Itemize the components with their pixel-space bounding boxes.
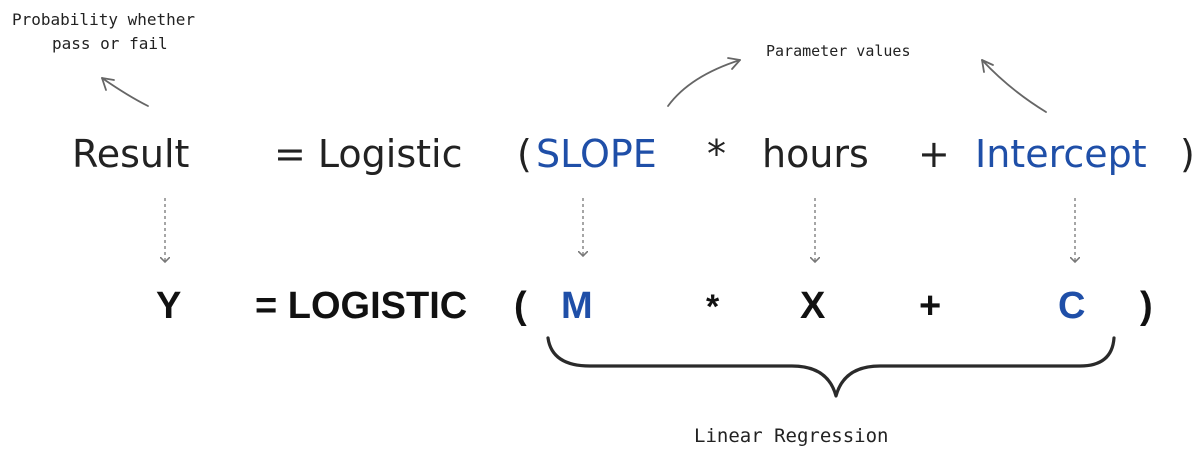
- word-open-paren: (: [517, 132, 532, 176]
- annotation-parameter-values: Parameter values: [766, 42, 911, 60]
- symbol-open-paren: (: [514, 285, 527, 327]
- symbol-plus: +: [919, 285, 941, 327]
- annotation-probability-line1: Probability whether: [12, 10, 195, 29]
- word-slope: SLOPE: [536, 132, 657, 176]
- symbol-y: Y: [156, 285, 181, 327]
- word-equals-logistic: = Logistic: [274, 132, 463, 176]
- linear-regression-brace: [546, 336, 1116, 398]
- word-result: Result: [72, 132, 189, 176]
- annotation-linear-regression: Linear Regression: [694, 425, 888, 447]
- slope-pointer-arrow: [667, 57, 741, 107]
- word-intercept: Intercept: [975, 132, 1147, 176]
- symbol-x: X: [800, 285, 826, 327]
- probability-pointer-arrow: [101, 77, 149, 107]
- word-hours: hours: [762, 132, 869, 176]
- word-times: *: [707, 132, 726, 176]
- symbol-close-paren: ): [1140, 285, 1153, 327]
- symbol-c: C: [1058, 285, 1085, 327]
- intercept-pointer-arrow: [981, 59, 1047, 113]
- symbol-times: *: [706, 288, 720, 326]
- symbol-equals-logistic: = LOGISTIC: [255, 285, 467, 327]
- annotation-probability-line2: pass or fail: [52, 34, 168, 53]
- word-close-paren: ): [1180, 132, 1195, 176]
- symbol-m: M: [561, 285, 593, 327]
- word-plus: +: [918, 132, 950, 176]
